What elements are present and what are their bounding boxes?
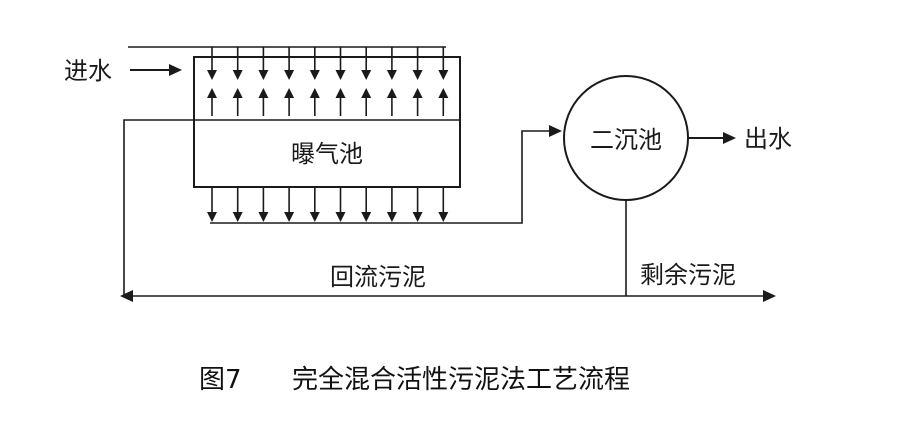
down-arrow-icon xyxy=(207,187,217,222)
up-arrow-icon xyxy=(438,88,449,116)
down-arrow-icon xyxy=(207,47,217,80)
down-arrow-icon xyxy=(284,47,295,80)
up-arrow-icon xyxy=(412,88,423,116)
aeration-up-arrows xyxy=(207,88,449,116)
excess-sludge-arrowhead xyxy=(763,290,776,302)
up-arrow-icon xyxy=(309,88,320,116)
excess-sludge-label: 剩余污泥 xyxy=(640,261,736,289)
down-arrow-icon xyxy=(258,187,269,222)
down-arrow-icon xyxy=(386,47,397,80)
down-arrow-icon xyxy=(361,187,372,222)
down-arrow-icon xyxy=(438,187,449,222)
up-arrow-icon xyxy=(335,88,346,116)
aeration-tank-box xyxy=(193,56,461,188)
down-arrow-icon xyxy=(309,47,320,80)
up-arrow-icon xyxy=(284,88,295,116)
figure-number: 图7 xyxy=(199,365,242,395)
down-arrow-icon xyxy=(335,187,346,222)
down-arrow-icon xyxy=(284,187,295,222)
down-arrow-icon xyxy=(412,187,423,222)
down-arrow-icon xyxy=(386,187,397,222)
outflow-label: 出水 xyxy=(744,125,792,153)
arrow-into-clarifier xyxy=(549,125,562,137)
effluent-to-clarifier-line xyxy=(210,130,550,224)
inflow-label: 进水 xyxy=(64,57,112,85)
top-distribution-arrows xyxy=(207,47,449,80)
bottom-outflow-arrows xyxy=(207,187,449,222)
return-sludge-label: 回流污泥 xyxy=(330,263,426,291)
up-arrow-icon xyxy=(361,88,372,116)
return-sludge-arrowhead xyxy=(120,290,133,302)
down-arrow-icon xyxy=(232,47,243,80)
outflow-arrowhead xyxy=(723,132,736,144)
up-arrow-icon xyxy=(258,88,269,116)
down-arrow-icon xyxy=(335,47,346,80)
down-arrow-icon xyxy=(412,47,423,80)
up-arrow-icon xyxy=(386,88,397,116)
down-arrow-icon xyxy=(309,187,320,222)
secondary-clarifier-label: 二沉池 xyxy=(590,126,662,154)
figure-title: 完全混合活性污泥法工艺流程 xyxy=(292,365,630,395)
inflow-arrowhead xyxy=(169,64,182,76)
up-arrow-icon xyxy=(232,88,243,116)
aeration-tank-label: 曝气池 xyxy=(291,140,363,168)
return-sludge-line xyxy=(123,119,626,297)
down-arrow-icon xyxy=(438,47,449,80)
down-arrow-icon xyxy=(258,47,269,80)
down-arrow-icon xyxy=(232,187,243,222)
up-arrow-icon xyxy=(207,88,217,116)
down-arrow-icon xyxy=(361,47,372,80)
